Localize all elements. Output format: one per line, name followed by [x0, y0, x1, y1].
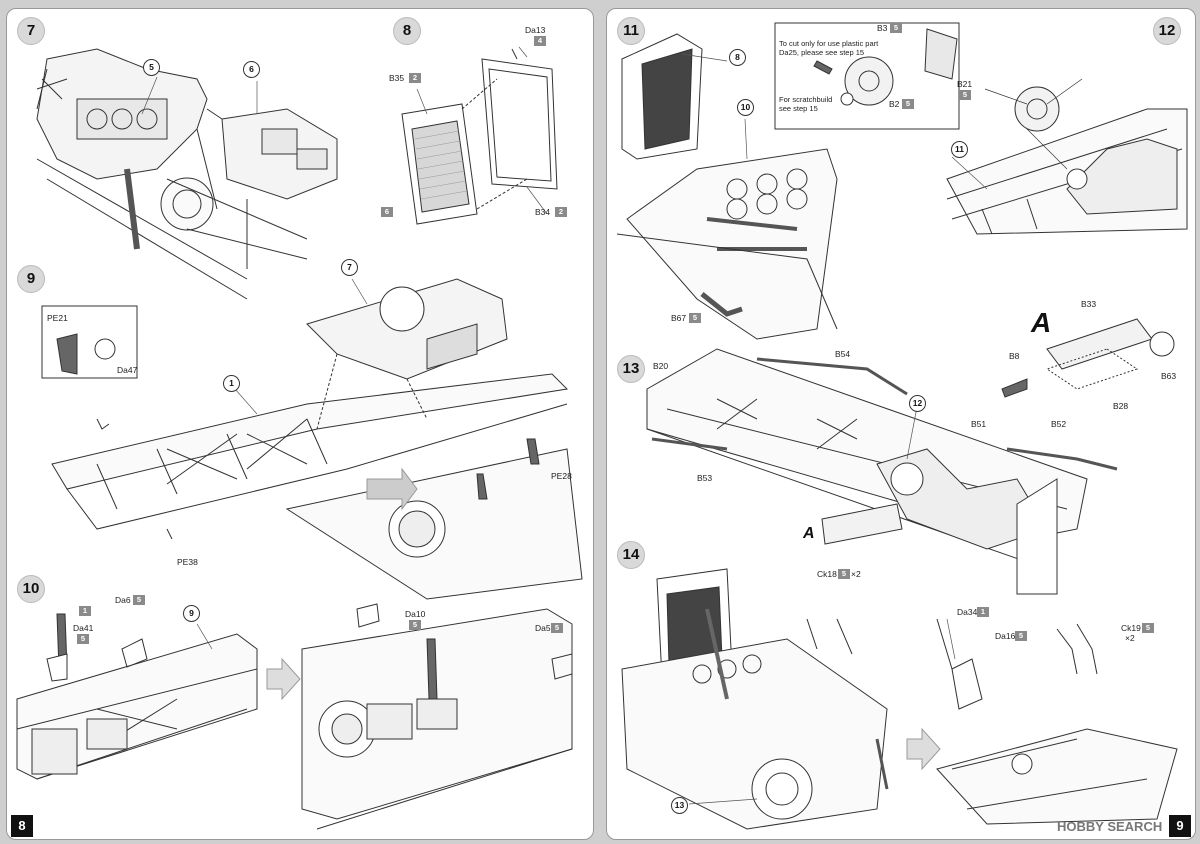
part-label-b28: B28: [1113, 401, 1129, 411]
sprue-badge-ck19: 5: [1142, 623, 1154, 633]
callout-step-10: 10: [737, 99, 754, 116]
part-label-da41: Da41: [73, 623, 94, 633]
part-label-b2: B2: [889, 99, 900, 109]
part-label-ck19: Ck19: [1121, 623, 1141, 633]
sprue-badge-da34: 1: [977, 607, 989, 617]
step-12-number: 12: [1153, 17, 1181, 45]
sprue-badge-da41: 5: [77, 634, 89, 644]
qty-ck18: ×2: [851, 569, 861, 579]
left-page-drawings: [16, 46, 583, 830]
part-label-pe38: PE38: [177, 557, 198, 567]
hobby-search-watermark: HOBBY SEARCH: [1057, 819, 1163, 834]
callout-step-6: 6: [243, 61, 260, 78]
left-leader-lines: [141, 46, 548, 650]
part-label-b21: B21: [957, 79, 973, 89]
sprue-badge-da13: 4: [534, 36, 546, 46]
note-cut-da25: To cut only for use plastic part Da25, p…: [779, 39, 879, 57]
step12-drawing: [946, 78, 1188, 235]
callout-step-11: 11: [951, 141, 968, 158]
page-number-9: 9: [1169, 815, 1191, 837]
part-label-b67: B67: [671, 313, 687, 323]
sprue-badge-b35: 2: [409, 73, 421, 83]
page-number-8: 8: [11, 815, 33, 837]
part-label-b33: B33: [1081, 299, 1097, 309]
part-label-da5: Da5: [535, 623, 551, 633]
callout-step-1: 1: [223, 375, 240, 392]
step-7-number: 7: [17, 17, 45, 45]
sprue-badge-b67: 5: [689, 313, 701, 323]
step-8-number: 8: [393, 17, 421, 45]
sprue-badge-radiator: 6: [381, 207, 393, 217]
sprue-badge-b34: 2: [555, 207, 567, 217]
part-label-b20: B20: [653, 361, 669, 371]
sprue-badge-da5: 5: [551, 623, 563, 633]
part-label-b34: B34: [535, 207, 551, 217]
sprue-badge-lever: 1: [79, 606, 91, 616]
step-11-number: 11: [617, 17, 645, 45]
part-label-b53: B53: [697, 473, 713, 483]
sprue-badge-da16: 5: [1015, 631, 1027, 641]
part-label-b63: B63: [1161, 371, 1177, 381]
left-page: 7 8 9 10 5 6 Da13 4 B35 2 B34 2 6 7 1 PE…: [6, 8, 594, 840]
part-label-da6: Da6: [115, 595, 131, 605]
qty-ck19: ×2: [1125, 633, 1135, 643]
callout-step-9: 9: [183, 605, 200, 622]
step-13-number: 13: [617, 355, 645, 383]
step-10-number: 10: [17, 575, 45, 603]
step-14-number: 14: [617, 541, 645, 569]
part-label-ck18: Ck18: [817, 569, 837, 579]
callout-step-5: 5: [143, 59, 160, 76]
part-label-da10: Da10: [405, 609, 426, 619]
step9-frame-drawing: [41, 278, 583, 600]
step13-drawing: [646, 318, 1175, 595]
callout-step-8: 8: [729, 49, 746, 66]
sprue-badge-da10: 5: [409, 620, 421, 630]
step7-engine-drawing: [36, 48, 308, 300]
part-label-da34: Da34: [957, 607, 978, 617]
subassembly-a-marker: A: [803, 525, 815, 542]
step10-drawing: [16, 603, 573, 830]
right-page-drawings: [616, 22, 1188, 830]
step-9-number: 9: [17, 265, 45, 293]
callout-step-12: 12: [909, 395, 926, 412]
step7-gearbox-drawing: [196, 108, 338, 269]
part-label-da47: Da47: [117, 365, 138, 375]
part-label-b8: B8: [1009, 351, 1020, 361]
sprue-badge-da6: 5: [133, 595, 145, 605]
sprue-badge-b21: 5: [959, 90, 971, 100]
sprue-badge-b3: 5: [890, 23, 902, 33]
sprue-badge-b2: 5: [902, 99, 914, 109]
step14-drawing: [621, 568, 1178, 830]
part-label-da16: Da16: [995, 631, 1016, 641]
sprue-badge-ck18: 5: [838, 569, 850, 579]
right-leader-lines: [681, 53, 988, 805]
part-label-b54: B54: [835, 349, 851, 359]
right-page: 11 12 13 14 8 10 B67 5 To cut only for u…: [606, 8, 1196, 840]
step8-radiator-drawing: [401, 48, 558, 225]
callout-step-13: 13: [671, 797, 688, 814]
part-label-b51: B51: [971, 419, 987, 429]
part-label-pe21: PE21: [47, 313, 68, 323]
part-label-b35: B35: [389, 73, 405, 83]
part-label-b3: B3: [877, 23, 888, 33]
part-label-da13: Da13: [525, 25, 546, 35]
subassembly-a-label: A: [1031, 307, 1052, 338]
step11-drawing: [616, 22, 960, 340]
note-scratchbuild: For scratchbuild see step 15: [779, 95, 833, 113]
callout-step-7: 7: [341, 259, 358, 276]
part-label-b52: B52: [1051, 419, 1067, 429]
part-label-pe28: PE28: [551, 471, 572, 481]
